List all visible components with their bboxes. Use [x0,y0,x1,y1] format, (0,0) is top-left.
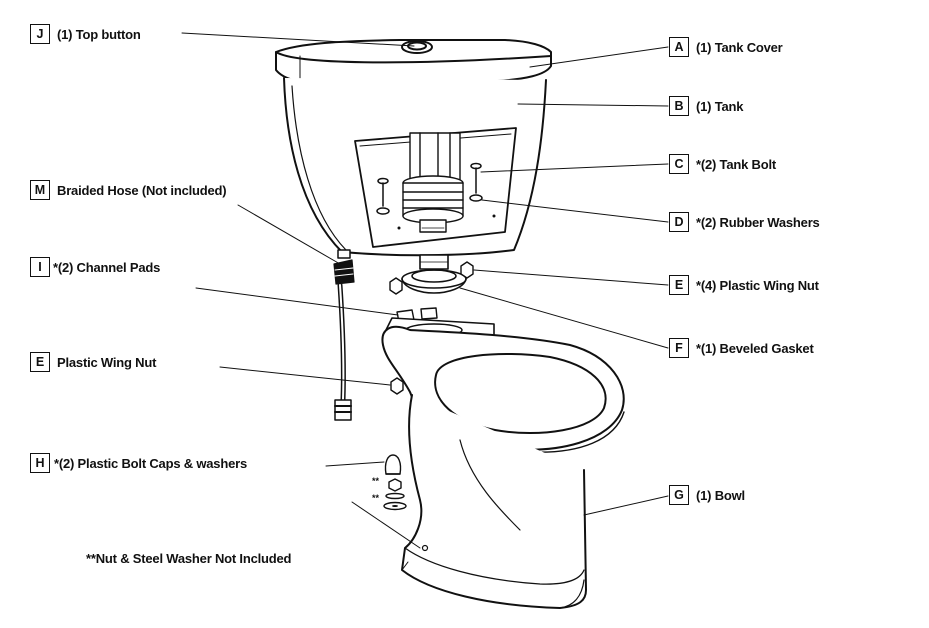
callout-letter: M [30,180,50,200]
callout-letter: H [30,453,50,473]
flush-valve [402,132,464,233]
callout-text: (1) Bowl [696,487,745,503]
callout-tank-cover: A (1) Tank Cover [669,37,783,57]
callout-text: (1) Top button [57,26,141,42]
braided-hose [333,259,355,421]
tank-bolts [377,162,482,207]
callout-letter: E [30,352,50,372]
callout-text: *(2) Channel Pads [53,259,161,275]
callout-text: Braided Hose (Not included) [57,182,227,198]
callout-text: (1) Tank Cover [696,39,783,55]
callout-bolt-caps: H *(2) Plastic Bolt Caps & washers [30,453,247,473]
callout-letter: E [669,275,689,295]
callout-text: *(2) Plastic Bolt Caps & washers [54,455,247,471]
callout-plastic-wing-nut: E Plastic Wing Nut [30,352,156,372]
callout-text: Plastic Wing Nut [57,354,157,370]
callout-bowl: G (1) Bowl [669,485,745,505]
callout-tank-bolt: C *(2) Tank Bolt [669,154,776,174]
callout-letter: B [669,96,689,116]
callout-tank: B (1) Tank [669,96,743,116]
callout-text: *(4) Plastic Wing Nut [696,277,819,293]
callout-text: (1) Tank [696,98,744,114]
callout-channel-pads: I *(2) Channel Pads [30,257,160,277]
callout-letter: G [669,485,689,505]
callout-text: *(2) Tank Bolt [696,156,777,172]
callout-text: *(2) Rubber Washers [696,214,820,230]
callout-beveled-gasket: F *(1) Beveled Gasket [669,338,814,358]
wing-nuts [389,261,474,395]
callout-letter: D [669,212,689,232]
top-button [401,40,433,54]
callout-letter: J [30,24,50,44]
callout-letter: I [30,257,50,277]
bowl [381,317,625,609]
callout-plastic-wing-nut-4: E *(4) Plastic Wing Nut [669,275,819,295]
leader-lines [181,32,669,549]
callout-letter: F [669,338,689,358]
nut-not-included-mark: ** [372,476,380,486]
callout-text: *(1) Beveled Gasket [696,340,814,356]
footnote: **Nut & Steel Washer Not Included [86,551,292,566]
callout-letter: C [669,154,689,174]
bolt-cap-hardware [383,454,407,511]
callout-rubber-washers: D *(2) Rubber Washers [669,212,820,232]
callout-letter: A [669,37,689,57]
callout-top-button: J (1) Top button [30,24,141,44]
beveled-gasket [401,254,467,294]
callout-braided-hose: M Braided Hose (Not included) [30,180,227,200]
washer-not-included-mark: ** [372,493,380,503]
rubber-washers [376,194,483,215]
